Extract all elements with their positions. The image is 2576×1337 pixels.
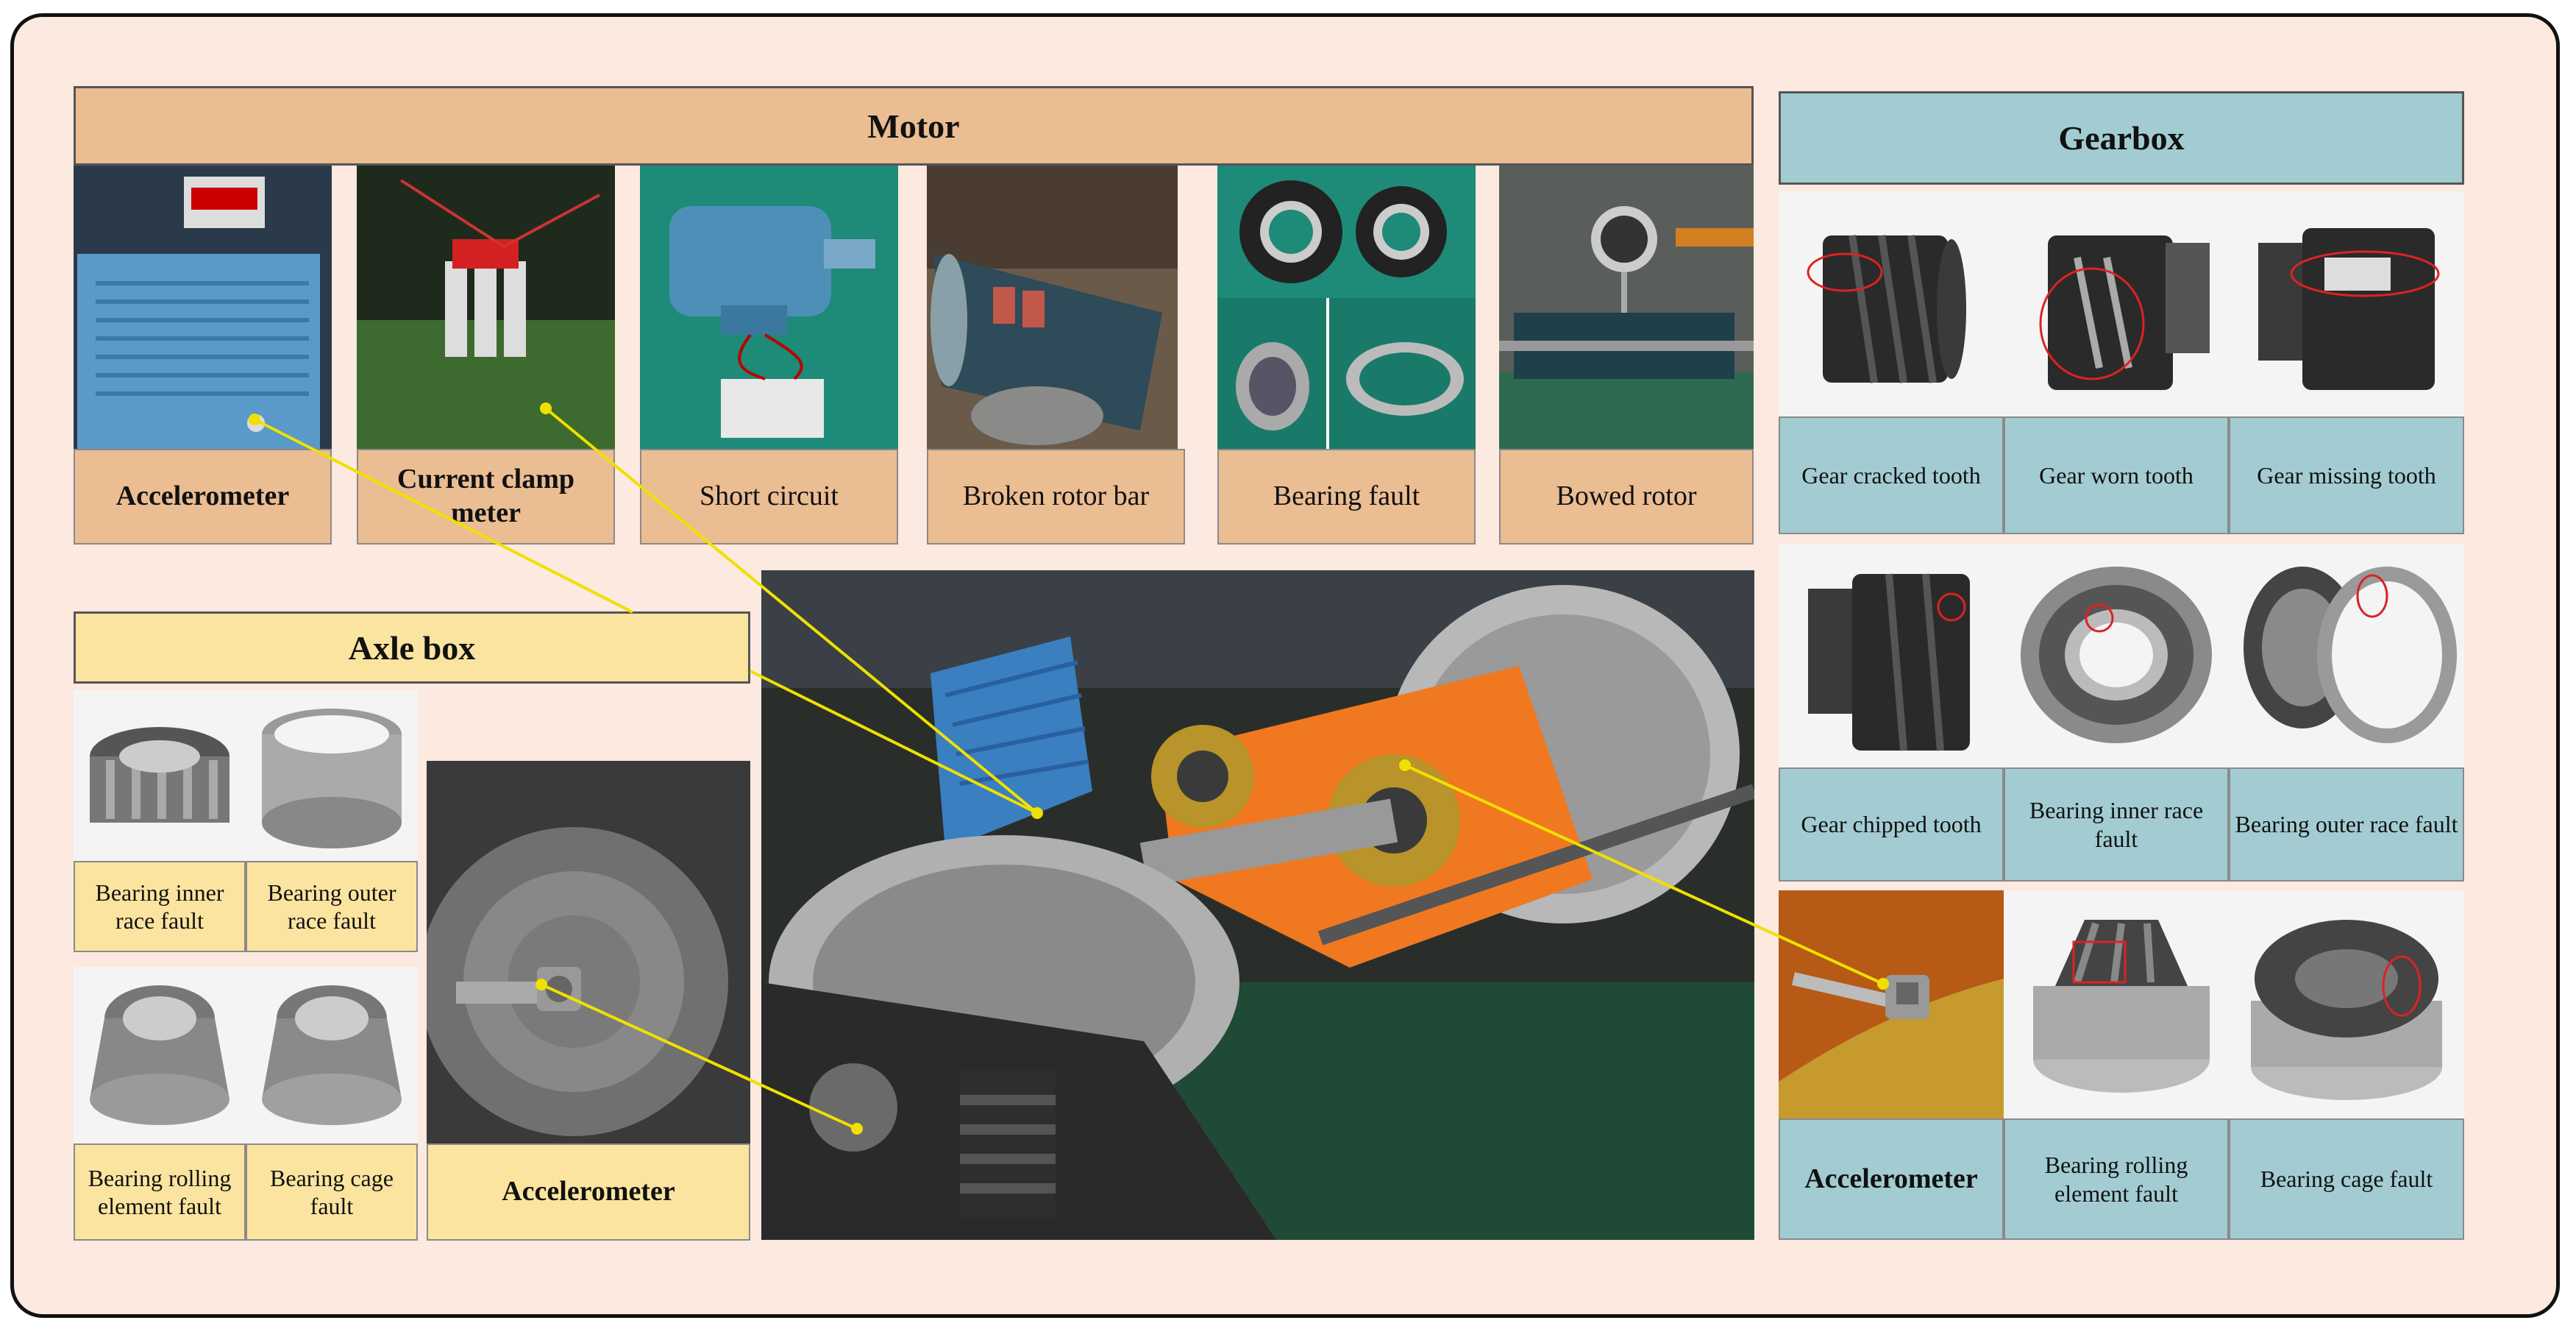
motor-caption-short-circuit: Short circuit	[640, 449, 898, 545]
accelerometer-on-motor-icon	[74, 166, 332, 449]
gearbox-photo-missing	[2229, 191, 2464, 416]
helical-gear-icon	[1779, 545, 2004, 767]
tapered-roller-bearing-icon	[74, 690, 246, 861]
accelerometer-on-axle-box-icon	[427, 761, 750, 1143]
helical-gear-icon	[2004, 191, 2229, 416]
axle-photo-outer-race	[246, 690, 418, 861]
tapered-roller-bearing-icon	[246, 967, 418, 1143]
broken-rotor-bar-icon	[927, 166, 1178, 449]
accelerometer-on-gearbox-icon	[1779, 890, 2004, 1118]
gearbox-header: Gearbox	[1779, 91, 2464, 185]
gearbox-caption-cracked-tooth: Gear cracked tooth	[1779, 416, 2004, 534]
motor-accelerometer-photo	[74, 166, 332, 449]
axle-caption-accelerometer: Accelerometer	[427, 1143, 750, 1241]
wheelset-test-rig-icon	[761, 570, 1754, 1240]
bearing-outer-ring-icon	[246, 690, 418, 861]
test-rig-photo	[761, 570, 1754, 1240]
motor-short-circuit-photo	[640, 166, 898, 449]
axle-caption-outer-race: Bearing outer race fault	[246, 861, 418, 952]
gearbox-photo-rolling-element	[2004, 890, 2229, 1118]
gearbox-photo-cage	[2229, 890, 2464, 1118]
motor-caption-bearing-fault: Bearing fault	[1217, 449, 1476, 545]
axle-photo-inner-race	[74, 690, 246, 861]
motor-short-circuit-icon	[640, 166, 898, 449]
gearbox-caption-cage: Bearing cage fault	[2229, 1118, 2464, 1240]
tapered-roller-bearing-icon	[2229, 545, 2464, 767]
gearbox-photo-chipped	[1779, 545, 2004, 767]
gearbox-caption-missing-tooth: Gear missing tooth	[2229, 416, 2464, 534]
helical-gear-icon	[1779, 191, 2004, 416]
axle-box-title: Axle box	[348, 628, 476, 667]
current-clamp-meter-icon	[357, 166, 615, 449]
motor-caption-accelerometer: Accelerometer	[74, 449, 332, 545]
gearbox-caption-rolling-element: Bearing rolling element fault	[2004, 1118, 2229, 1240]
bowed-rotor-with-dial-gauge-icon	[1499, 166, 1754, 449]
axle-photo-accelerometer	[427, 761, 750, 1143]
motor-bowed-rotor-photo	[1499, 166, 1754, 449]
axle-photo-rolling-element	[74, 967, 246, 1143]
gearbox-photo-inner-race	[2004, 545, 2229, 767]
axle-caption-rolling-element: Bearing rolling element fault	[74, 1143, 246, 1241]
motor-bearing-fault-photo	[1217, 166, 1476, 449]
bearing-icon	[1217, 166, 1476, 449]
gearbox-photo-worn	[2004, 191, 2229, 416]
gearbox-photo-accelerometer	[1779, 890, 2004, 1118]
gearbox-caption-inner-race: Bearing inner race fault	[2004, 767, 2229, 882]
gearbox-title: Gearbox	[2058, 119, 2185, 157]
axle-caption-inner-race: Bearing inner race fault	[74, 861, 246, 952]
gearbox-caption-accelerometer: Accelerometer	[1779, 1118, 2004, 1240]
gearbox-caption-worn-tooth: Gear worn tooth	[2004, 416, 2229, 534]
motor-caption-broken-rotor-bar: Broken rotor bar	[927, 449, 1185, 545]
tapered-roller-bearing-icon	[2004, 545, 2229, 767]
gearbox-caption-chipped-tooth: Gear chipped tooth	[1779, 767, 2004, 882]
gearbox-caption-outer-race: Bearing outer race fault	[2229, 767, 2464, 882]
gearbox-photo-cracked	[1779, 191, 2004, 416]
helical-gear-icon	[2229, 191, 2464, 416]
motor-caption-bowed-rotor: Bowed rotor	[1499, 449, 1754, 545]
axle-caption-cage: Bearing cage fault	[246, 1143, 418, 1241]
tapered-roller-bearing-icon	[2004, 890, 2229, 1118]
tapered-roller-bearing-icon	[74, 967, 246, 1143]
motor-current-clamp-photo	[357, 166, 615, 449]
axle-photo-cage	[246, 967, 418, 1143]
motor-caption-current-clamp-meter: Current clamp meter	[357, 449, 615, 545]
tapered-roller-bearing-icon	[2229, 890, 2464, 1118]
motor-title: Motor	[867, 107, 960, 145]
motor-broken-rotor-bar-photo	[927, 166, 1178, 449]
gearbox-photo-outer-race	[2229, 545, 2464, 767]
axle-box-header: Axle box	[74, 611, 750, 684]
motor-header: Motor	[74, 86, 1754, 166]
